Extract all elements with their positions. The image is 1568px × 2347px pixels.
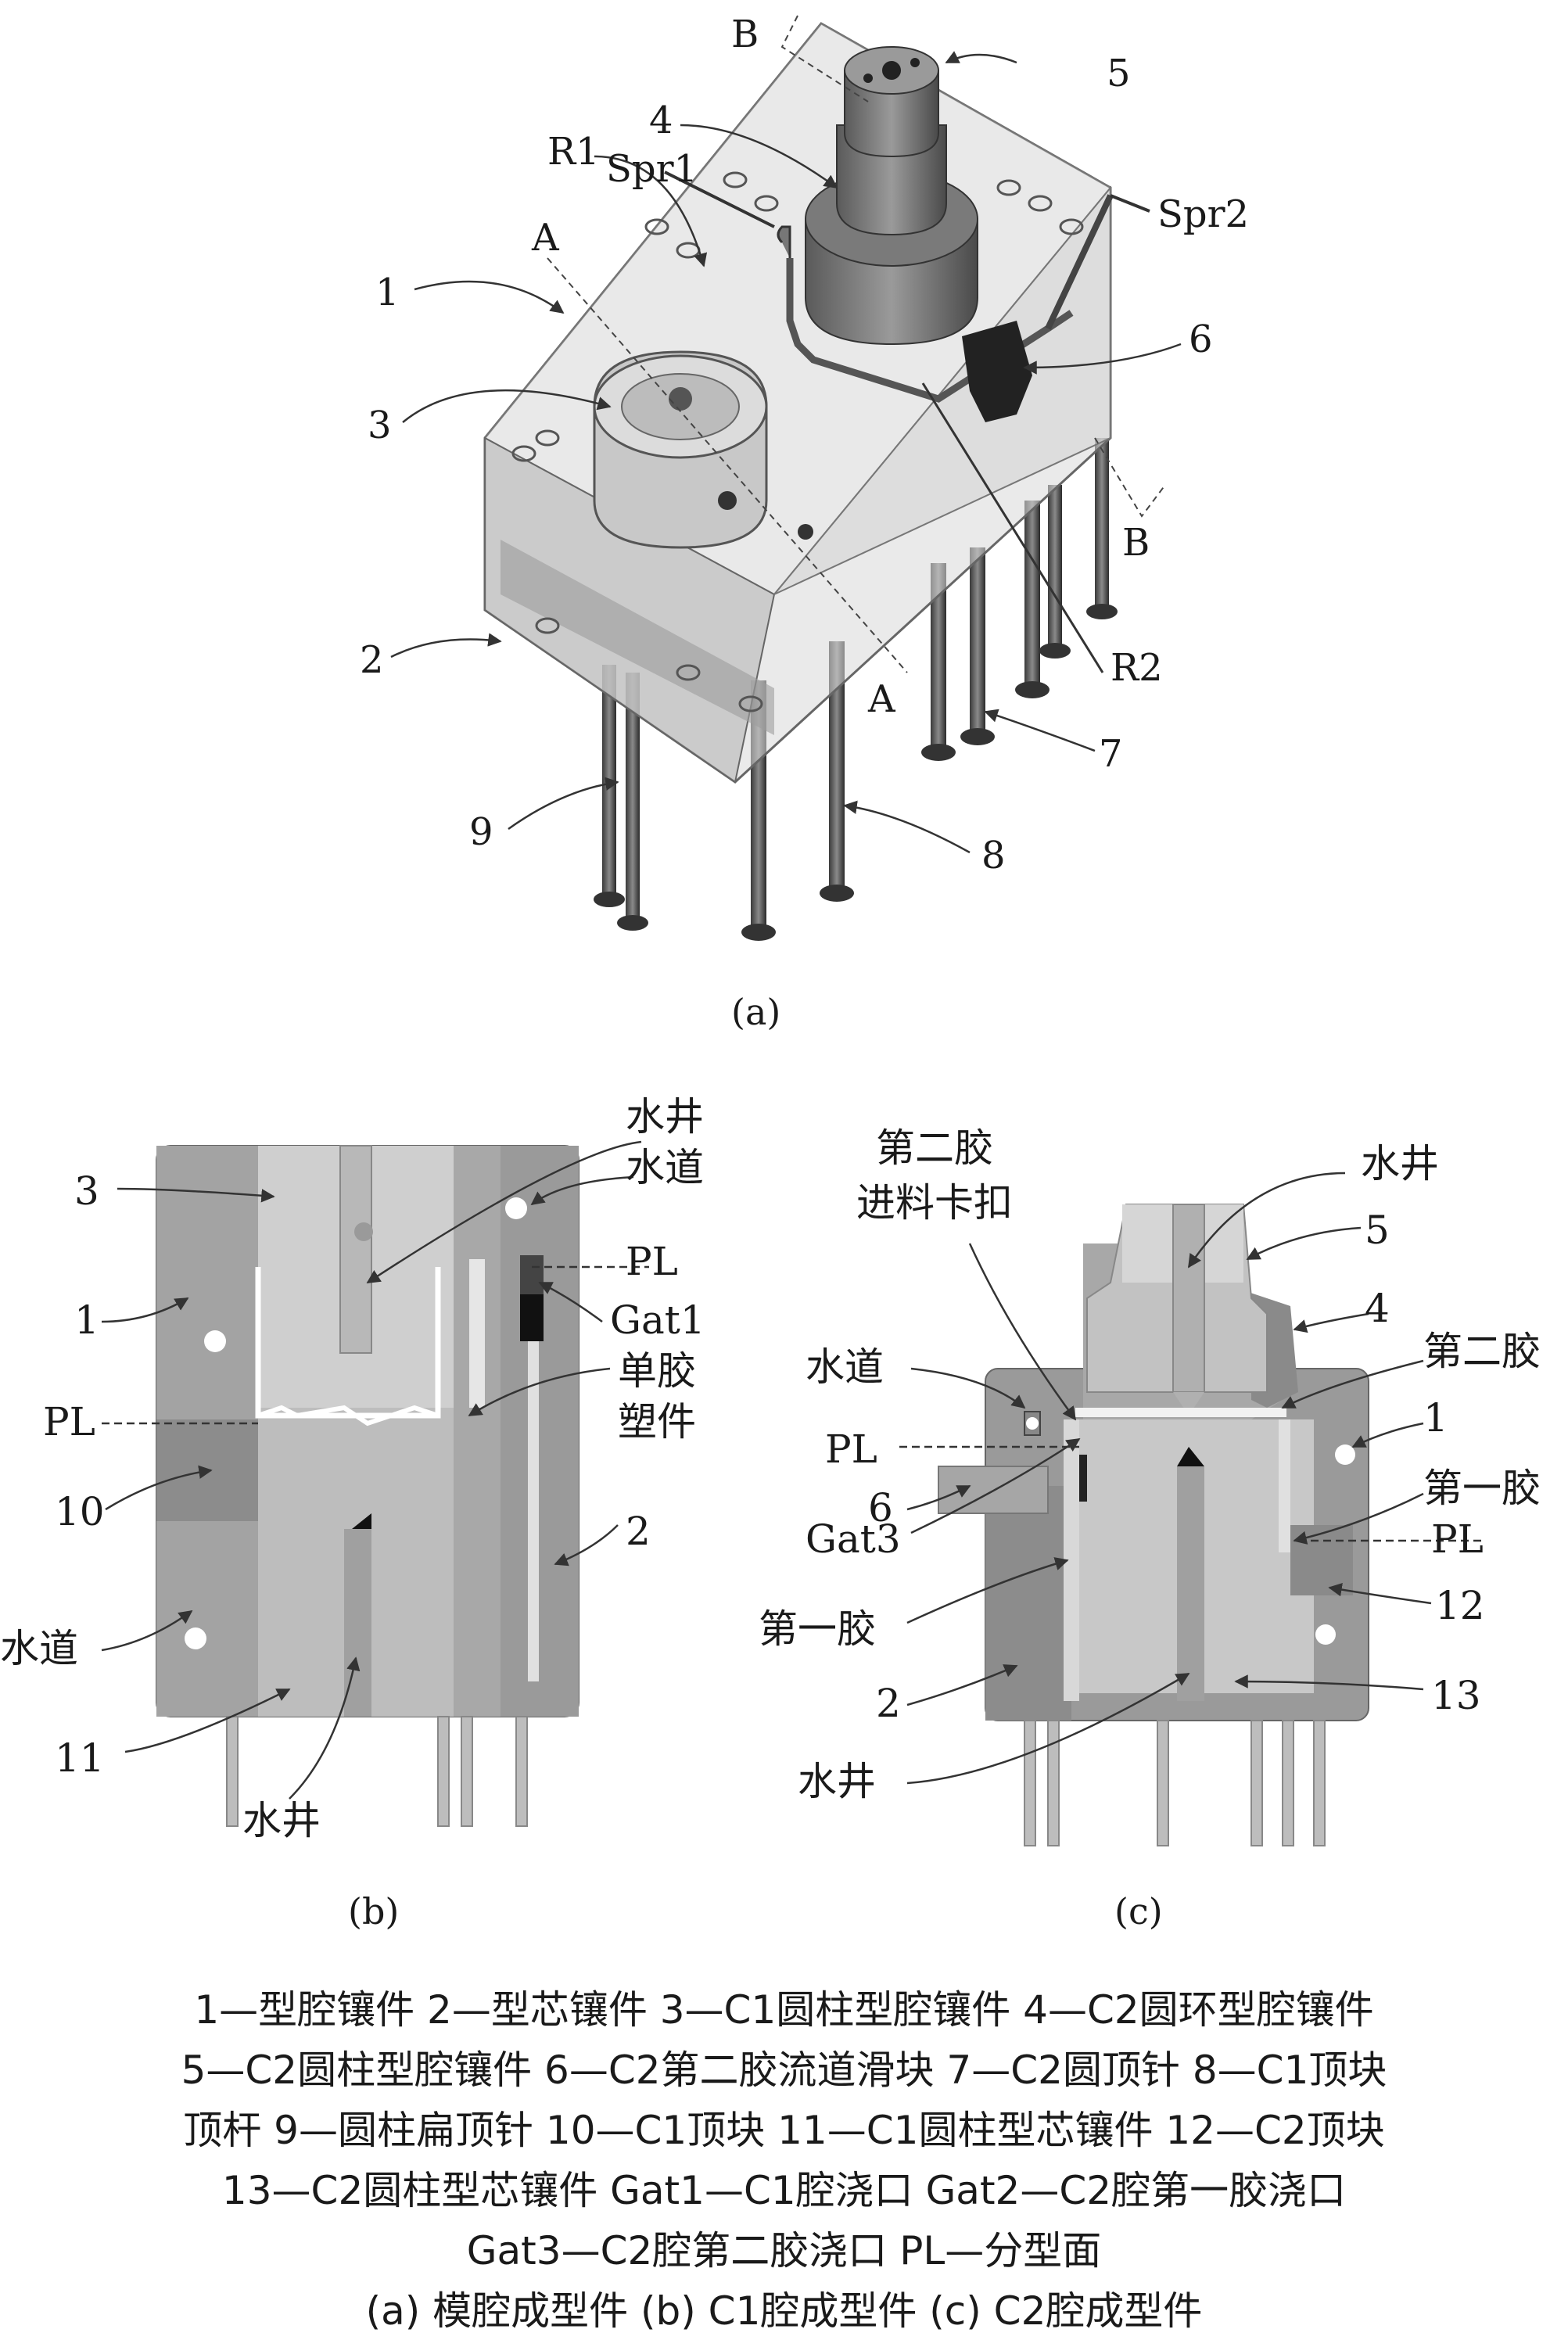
legend-line-6: (a) 模腔成型件 (b) C1腔成型件 (c) C2腔成型件 <box>365 2288 1203 2334</box>
caption-b: (b) <box>348 1890 399 1933</box>
label-a-B-right: B <box>1122 521 1150 565</box>
c2-cylinder-insert <box>805 46 978 346</box>
label-b-10: 10 <box>55 1489 105 1534</box>
label-b-shuijing-top: 水井 <box>626 1094 704 1139</box>
label-b-danjiao-2: 塑件 <box>618 1399 696 1444</box>
label-a-R2: R2 <box>1111 646 1163 690</box>
label-c-4: 4 <box>1365 1286 1390 1331</box>
label-b-PL-left: PL <box>43 1399 95 1444</box>
label-a-4: 4 <box>649 99 673 142</box>
label-a-Spr1: Spr1 <box>606 147 698 191</box>
label-b-shuidao-left: 水道 <box>0 1626 78 1671</box>
label-a-A-top: A <box>531 216 560 260</box>
label-a-2: 2 <box>360 638 384 682</box>
runner-system <box>777 194 1114 422</box>
label-a-7: 7 <box>1099 732 1123 776</box>
panel-b-leaders <box>101 1140 649 1800</box>
label-c-5: 5 <box>1365 1208 1390 1253</box>
legend-line-2: 5—C2圆柱型腔镶件 6—C2第二胶流道滑块 7—C2圆顶针 8—C1顶块 <box>181 2047 1387 2093</box>
panel-b-labels: 水井 水道 3 PL 1 Gat1 单胶 塑件 PL 10 2 水道 11 水井… <box>0 1094 705 1933</box>
label-a-Spr2: Spr2 <box>1157 192 1249 236</box>
label-c-diyijiao-left: 第一胶 <box>759 1606 876 1652</box>
label-b-shuijing-bottom: 水井 <box>242 1798 321 1843</box>
label-c-2: 2 <box>876 1681 901 1726</box>
label-c-Gat3: Gat3 <box>806 1516 901 1562</box>
label-c-shuidao: 水道 <box>806 1344 884 1390</box>
panel-c-drawing <box>938 1204 1369 1846</box>
label-c-dierjiao-feed-1: 第二胶 <box>876 1125 993 1171</box>
label-b-Gat1: Gat1 <box>610 1297 705 1343</box>
label-c-dierjiao: 第二胶 <box>1423 1329 1541 1374</box>
c1-cylinder-insert <box>593 350 813 549</box>
panel-a-leaders <box>390 51 1182 854</box>
label-c-1: 1 <box>1423 1395 1448 1441</box>
legend-line-1: 1—型腔镶件 2—型芯镶件 3—C1圆柱型腔镶件 4—C2圆环型腔镶件 <box>194 1987 1374 2033</box>
panel-a-labels: B 5 4 R1 Spr1 Spr2 A 1 6 3 B 2 R2 A 7 9 … <box>360 13 1249 1033</box>
legend-line-4: 13—C2圆柱型芯镶件 Gat1—C1腔浇口 Gat2—C2腔第一胶浇口 <box>221 2168 1347 2213</box>
label-b-2: 2 <box>626 1509 651 1554</box>
label-c-diyijiao-right: 第一胶 <box>1423 1466 1541 1511</box>
panel-c-labels: 第二胶 进料卡扣 水井 5 4 第二胶 水道 1 PL 6 第一胶 PL Gat… <box>759 1125 1541 1933</box>
label-c-shuijing-bottom: 水井 <box>798 1759 876 1804</box>
panel-b-drawing <box>156 1145 579 1827</box>
label-a-A-bottom: A <box>867 677 896 721</box>
label-a-R1: R1 <box>547 130 600 174</box>
caption-a: (a) <box>731 991 780 1033</box>
label-c-PL-right: PL <box>1431 1516 1484 1562</box>
label-c-PL-left: PL <box>825 1427 877 1472</box>
label-c-shuijing-top: 水井 <box>1361 1141 1439 1186</box>
label-b-shuidao-top: 水道 <box>626 1145 704 1190</box>
label-c-6: 6 <box>868 1485 893 1531</box>
legend-line-5: Gat3—C2腔第二胶浇口 PL—分型面 <box>466 2228 1102 2273</box>
label-a-B-top: B <box>731 13 759 56</box>
caption-c: (c) <box>1114 1890 1163 1933</box>
panel-c-leaders <box>899 1172 1486 1785</box>
label-c-13: 13 <box>1431 1673 1481 1718</box>
section-lines <box>547 15 1166 673</box>
label-a-5: 5 <box>1107 52 1131 95</box>
label-b-3: 3 <box>74 1168 99 1214</box>
label-a-6: 6 <box>1189 318 1213 361</box>
label-b-1: 1 <box>74 1297 99 1343</box>
label-b-11: 11 <box>55 1735 105 1781</box>
label-c-dierjiao-feed-2: 进料卡扣 <box>856 1180 1013 1226</box>
label-b-danjiao-1: 单胶 <box>618 1348 696 1394</box>
label-a-9: 9 <box>469 810 493 854</box>
label-b-PL-right: PL <box>626 1239 678 1284</box>
label-a-3: 3 <box>368 404 392 447</box>
legend-line-3: 顶杆 9—圆柱扁顶针 10—C1顶块 11—C1圆柱型芯镶件 12—C2顶块 <box>183 2108 1385 2153</box>
panel-a-drawing <box>483 15 1166 941</box>
ejector-pins <box>594 438 1118 941</box>
label-a-1: 1 <box>375 271 400 314</box>
label-a-8: 8 <box>981 834 1006 877</box>
label-c-12: 12 <box>1435 1583 1485 1628</box>
